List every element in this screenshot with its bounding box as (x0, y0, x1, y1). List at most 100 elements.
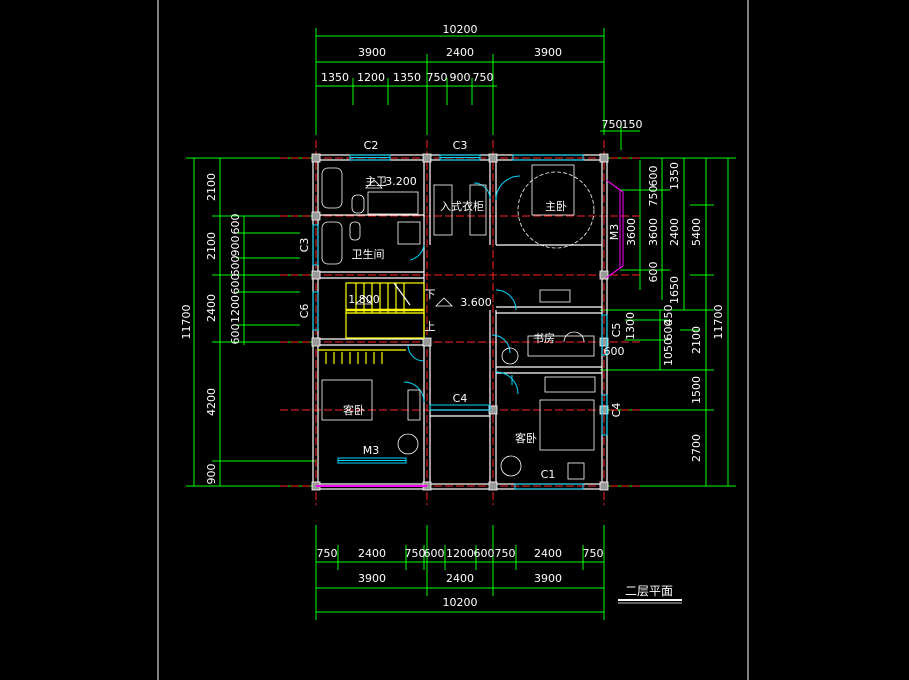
label-room-master-bed: 主卧 (545, 200, 567, 213)
window-top-right (512, 154, 584, 161)
dim-top-mid-3: 3900 (534, 46, 562, 59)
dim-top-right-small2: 150 (622, 118, 643, 131)
dim-top-detail-5: 900 (450, 71, 471, 84)
label-room-study: 书房 (533, 332, 555, 345)
label-window-c2: C2 (364, 139, 379, 152)
window-c4-right (601, 394, 608, 436)
dim-left-mid-3: 2400 (205, 294, 218, 322)
dim-left-detail-6: 600 (229, 324, 242, 345)
label-stair-up: 上 (425, 320, 436, 333)
dim-top-detail-1: 1350 (321, 71, 349, 84)
dim-right-window-4: 600 (647, 262, 660, 283)
dim-bottom-mid-1: 3900 (358, 572, 386, 585)
dim-left-mid-5: 900 (205, 464, 218, 485)
dim-top-detail-2: 1200 (357, 71, 385, 84)
label-window-c4-corridor: C4 (453, 392, 468, 405)
dim-right-study-2: 1050 (662, 338, 675, 366)
label-window-c3-top: C3 (453, 139, 468, 152)
window-c1 (514, 483, 584, 490)
bathtub (321, 167, 343, 209)
sheet-frame (157, 0, 749, 680)
dim-bottom-detail-6: 600 (474, 547, 495, 560)
dim-right-mid-1: 5400 (690, 218, 703, 246)
dim-bottom-detail-8: 2400 (534, 547, 562, 560)
label-stair-down: 下 (425, 288, 436, 301)
label-room-guest-right: 客卧 (515, 431, 537, 445)
dim-right-inner-1: 1350 (668, 162, 681, 190)
dim-bottom-detail-9: 750 (583, 547, 604, 560)
window-c6 (312, 291, 319, 331)
dim-left-mid-2: 2100 (205, 232, 218, 260)
dim-bottom-mid-3: 3900 (534, 572, 562, 585)
dim-left-mid-1: 2100 (205, 173, 218, 201)
dim-left-detail-4: 600 (229, 274, 242, 295)
master-bed (531, 164, 575, 216)
label-room-walkin: 入式衣柜 (440, 199, 484, 213)
label-room-guest-left: 客卧 (343, 403, 365, 417)
bay-window-m3 (316, 179, 624, 487)
dim-right-window-1: 600 (647, 166, 660, 187)
dim-right-window-3: 3600 (647, 218, 660, 246)
level-markers (355, 179, 453, 307)
window-c5 (601, 314, 608, 356)
dim-right-total: 11700 (712, 305, 725, 340)
label-elev-master-bath: 3.200 (385, 175, 417, 188)
guest-bed-right (539, 399, 595, 451)
dim-top-detail-4: 750 (427, 71, 448, 84)
dim-right-study-1: 1300 (624, 312, 637, 340)
label-window-c1: C1 (541, 468, 556, 481)
dim-right-mid-3: 1500 (690, 376, 703, 404)
dim-bottom-detail-5: 1200 (446, 547, 474, 560)
dim-bottom-total: 10200 (443, 596, 478, 609)
dim-right-study-4: 450 (662, 305, 675, 326)
dim-bottom-detail-2: 2400 (358, 547, 386, 560)
dim-right-mid-4: 2700 (690, 434, 703, 462)
dim-top-mid-2: 2400 (446, 46, 474, 59)
dim-bottom-detail-7: 750 (495, 547, 516, 560)
label-elev-corridor: 3.600 (460, 296, 492, 309)
columns (311, 153, 609, 491)
label-window-c4-right: C4 (610, 403, 623, 418)
window-c3-left (312, 224, 319, 266)
guest-bed-left (321, 379, 373, 421)
dim-left-detail-5: 1200 (229, 295, 242, 323)
dim-top-right-small: 750 (602, 118, 623, 131)
dim-bottom-detail-1: 750 (317, 547, 338, 560)
dim-left-detail-3: 600 (229, 256, 242, 277)
dim-left-detail-2: 900 (229, 236, 242, 257)
drawing-title: 二层平面 (625, 584, 673, 598)
title-underline (618, 599, 682, 604)
dimension-lines (186, 28, 736, 620)
doors (403, 175, 521, 403)
dim-left-mid-4: 4200 (205, 388, 218, 416)
windows (312, 154, 608, 490)
dim-bottom-detail-4: 600 (424, 547, 445, 560)
furniture (321, 164, 596, 480)
label-window-c6: C6 (298, 304, 311, 319)
dim-right-small: 600 (604, 345, 625, 358)
dim-top-detail-6: 750 (473, 71, 494, 84)
dim-bottom-detail-3: 750 (405, 547, 426, 560)
dim-top-mid-1: 3900 (358, 46, 386, 59)
dim-right-inner-2: 2400 (668, 218, 681, 246)
dim-right-mid-2: 2100 (690, 326, 703, 354)
dim-right-window-label: 3600 (625, 218, 638, 246)
dim-right-window-2: 750 (647, 186, 660, 207)
label-window-m3-bottom: M3 (363, 444, 380, 457)
dim-left-total: 11700 (180, 305, 193, 340)
label-window-c5: C5 (610, 323, 623, 338)
dim-right-inner-3: 1650 (668, 276, 681, 304)
window-c4-corridor (429, 404, 491, 411)
dim-top-detail-3: 1350 (393, 71, 421, 84)
staircase (318, 282, 425, 364)
dim-right-study-3: 600 (662, 320, 675, 341)
label-room-bathroom: 卫生间 (352, 247, 385, 261)
label-room-master-bath: 主卫 (365, 175, 387, 188)
dim-top-total: 10200 (443, 23, 478, 36)
dim-left-detail-1: 600 (229, 214, 242, 235)
label-window-c3-left: C3 (298, 238, 311, 253)
round-rug (517, 171, 595, 249)
label-window-m3-right: M3 (608, 224, 621, 241)
